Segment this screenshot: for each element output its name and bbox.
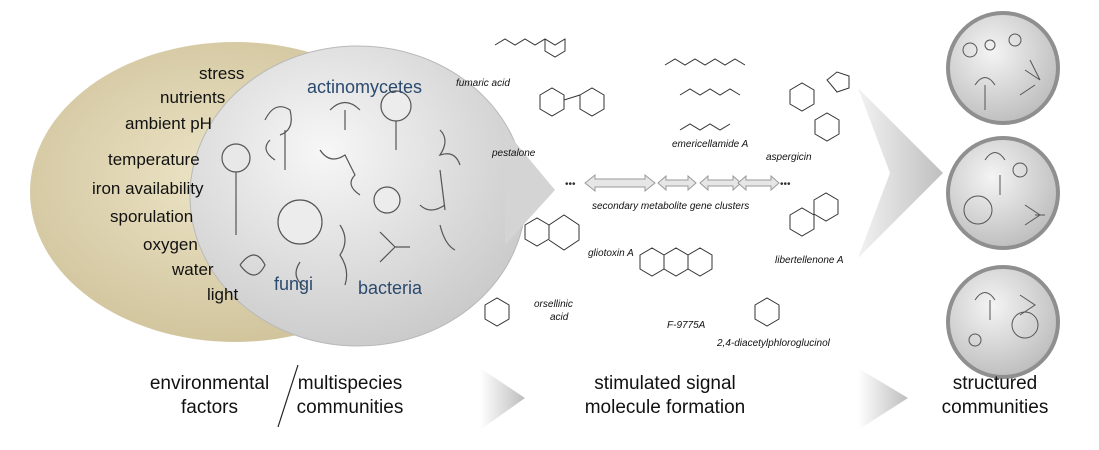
caption-line: molecule formation: [584, 397, 746, 418]
petri-dish-3: [946, 265, 1060, 379]
caption-structured-communities: structured communities: [930, 372, 1060, 420]
compound-gliotoxin: gliotoxin A: [588, 248, 634, 259]
factor-light: light: [207, 285, 239, 304]
gene-cluster-label: secondary metabolite gene clusters: [592, 201, 750, 212]
caption-multispecies-communities: multispecies communities: [290, 372, 410, 420]
compound-pestalone: pestalone: [492, 148, 536, 159]
petri-dish-2: [946, 136, 1060, 250]
compound-libertellenone: libertellenone A: [775, 255, 844, 266]
factor-water: water: [172, 260, 214, 279]
factor-stress: stress: [199, 64, 245, 83]
microbe-sketches: [221, 90, 461, 288]
compound-f9775a: F-9775A: [667, 320, 706, 331]
compound-orsellinic-2: acid: [550, 312, 569, 323]
compound-phloroglucinol: 2,4-diacetylphloroglucinol: [717, 338, 830, 349]
svg-text:•••: •••: [565, 179, 576, 190]
bottom-arrow-1: [480, 368, 525, 430]
gene-cluster: [584, 173, 780, 193]
compound-fumaric-acid: fumaric acid: [456, 78, 510, 89]
factor-temperature: temperature: [108, 150, 200, 169]
slash-divider: [277, 364, 299, 428]
compound-orsellinic-1: orsellinic: [534, 299, 573, 310]
caption-line: factors: [180, 397, 239, 418]
right-arrow: [858, 88, 943, 258]
compound-emericellamide: emericellamide A: [672, 139, 749, 150]
caption-line: multispecies: [297, 373, 403, 394]
caption-line: communities: [296, 397, 404, 418]
compound-aspergicin: aspergicin: [766, 152, 812, 163]
caption-signal-molecule-formation: stimulated signal molecule formation: [580, 372, 750, 420]
bottom-arrow-2: [858, 368, 908, 430]
petri-dish-1: [946, 11, 1060, 125]
factor-ambient-ph: ambient pH: [125, 114, 212, 133]
label-bacteria: bacteria: [358, 278, 423, 298]
caption-line: environmental: [149, 373, 270, 394]
caption-line: stimulated signal: [594, 373, 736, 394]
caption-environmental-factors: environmental factors: [147, 372, 272, 420]
factor-nutrients: nutrients: [160, 88, 226, 107]
caption-line: structured: [952, 373, 1038, 394]
center-arrow: [505, 130, 555, 245]
label-fungi: fungi: [274, 274, 314, 294]
svg-text:•••: •••: [780, 179, 791, 190]
caption-line: communities: [941, 397, 1049, 418]
factor-oxygen: oxygen: [143, 235, 198, 254]
factor-iron-availability: iron availability: [92, 179, 204, 198]
structure-sketches: [484, 38, 850, 327]
label-actinomycetes: actinomycetes: [307, 77, 423, 97]
factor-sporulation: sporulation: [110, 207, 194, 226]
